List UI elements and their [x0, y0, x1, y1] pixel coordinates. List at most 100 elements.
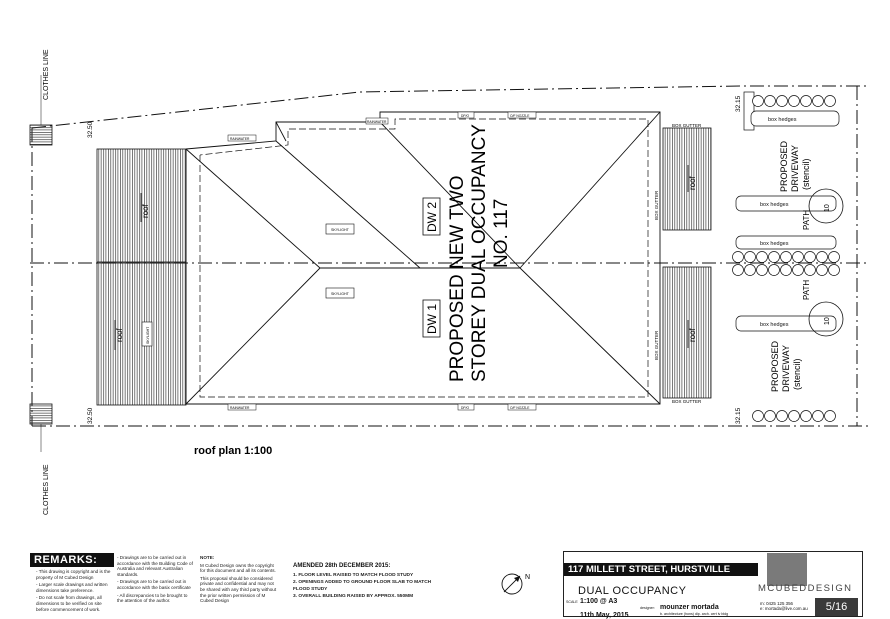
shrub-icon: [752, 410, 764, 422]
drawing-title: roof plan 1:100: [194, 445, 272, 457]
shrub-icon: [780, 264, 792, 276]
svg-text:SKYLIGHT: SKYLIGHT: [331, 292, 350, 296]
shrub-icon: [776, 410, 788, 422]
date: 11th May, 2015: [580, 612, 629, 619]
svg-text:roof: roof: [688, 175, 697, 190]
remarks-heading: REMARKS:: [30, 553, 114, 567]
shrub-icon: [824, 95, 836, 107]
shrub-icon: [744, 251, 756, 263]
svg-text:DRIVEWAY: DRIVEWAY: [790, 145, 800, 192]
svg-text:10: 10: [824, 317, 831, 325]
box-hedges: box hedges box hedges box hedges box hed…: [735, 91, 840, 332]
rear-roof-top: [96, 148, 187, 263]
svg-text:SKYLIGHT: SKYLIGHT: [146, 326, 150, 344]
box-gutter-labels: BOX GUTTER BOX GUTTER BOX GUTTER BOX GUT…: [654, 123, 702, 404]
svg-text:BOX GUTTER: BOX GUTTER: [654, 190, 659, 220]
svg-text:(stencil): (stencil): [801, 158, 811, 190]
svg-text:STOREY DUAL OCCUPANCY: STOREY DUAL OCCUPANCY: [469, 124, 490, 382]
svg-text:BOX GUTTER: BOX GUTTER: [654, 330, 659, 360]
svg-text:DW 2: DW 2: [425, 202, 439, 232]
tree-large-top: 10: [808, 188, 844, 224]
scale-value: 1:100 @ A3: [580, 598, 618, 605]
shrub-icon: [756, 264, 768, 276]
rainwater-tag-mid: [365, 117, 389, 125]
svg-text:DRIVEWAY: DRIVEWAY: [781, 345, 791, 392]
shrub-icon: [732, 251, 744, 263]
remarks-col-1: - This drawing is copyright and is the p…: [36, 569, 111, 612]
svg-text:10: 10: [824, 204, 831, 212]
downpipe-tag-bottom: [457, 403, 475, 411]
shrub-icon: [732, 264, 744, 276]
svg-text:DP/O: DP/O: [461, 114, 469, 118]
shrub-icon: [816, 251, 828, 263]
contact: m: 0425 125 356 e: mortada@live.com.au: [760, 601, 808, 612]
skylight-upper: SKYLIGHT: [325, 223, 355, 235]
front-roof-top: roof: [662, 127, 712, 231]
svg-text:RAINWATER: RAINWATER: [230, 137, 250, 141]
svg-text:roof: roof: [141, 203, 150, 218]
shrub-icon: [812, 95, 824, 107]
rainwater-tag-top: [227, 134, 257, 142]
logo-text: MCUBEDDESIGN: [758, 583, 853, 594]
svg-text:BOX GUTTER: BOX GUTTER: [672, 123, 702, 128]
shrub-icon: [792, 251, 804, 263]
remarks-col-2: - Drawings are to be carried out in acco…: [117, 555, 193, 604]
site-boundary: [31, 85, 870, 427]
svg-text:O/F NOZZLE: O/F NOZZLE: [510, 114, 530, 118]
designer-qualifications: b. architecture (hons) dip. arch. cert i…: [660, 612, 729, 616]
amendment-block: AMENDED 28th DECEMBER 2015: 1. FLOOR LEV…: [293, 563, 432, 599]
svg-text:box hedges: box hedges: [760, 322, 789, 328]
shrub-icon: [756, 251, 768, 263]
svg-text:N: N: [525, 574, 530, 581]
shrub-icon: [816, 264, 828, 276]
roof-arrow-top: roof: [140, 193, 150, 222]
north-arrow-icon: N: [501, 573, 530, 595]
front-roof-bottom: roof: [662, 266, 712, 399]
shrub-icon: [812, 410, 824, 422]
svg-text:box hedges: box hedges: [760, 241, 789, 247]
driveway-top: PROPOSED DRIVEWAY (stencil): [779, 140, 811, 192]
address: 117 MILLETT STREET, HURSTVILLE: [564, 563, 758, 576]
level-top-left: 32.50: [87, 121, 94, 138]
clothes-line-bottom: [29, 403, 53, 452]
dw2-label: DW 2: [422, 197, 441, 236]
clothes-line-label-top: CLOTHES LINE: [43, 49, 50, 100]
shrub-icon: [768, 251, 780, 263]
svg-text:roof: roof: [688, 327, 697, 342]
shrub-icon: [788, 410, 800, 422]
note-block: NOTE: M Cubed Design owns the copyright …: [200, 555, 277, 604]
shrub-icon: [824, 410, 836, 422]
svg-text:box hedges: box hedges: [768, 117, 797, 123]
main-roof: [185, 111, 661, 405]
shrub-icon: [804, 264, 816, 276]
shrub-icon: [764, 410, 776, 422]
svg-text:box hedges: box hedges: [760, 202, 789, 208]
svg-text:DW 1: DW 1: [425, 304, 439, 334]
svg-text:DP/O: DP/O: [461, 406, 469, 410]
shrub-icon: [780, 251, 792, 263]
shrub-icon: [800, 95, 812, 107]
shrub-icon: [744, 264, 756, 276]
svg-text:PROPOSED NEW TWO: PROPOSED NEW TWO: [447, 175, 468, 382]
clothes-line-top: [29, 75, 53, 146]
shrub-icon: [800, 410, 812, 422]
logo-mark: [767, 553, 807, 586]
sheet-number: 5/16: [815, 598, 858, 616]
path-label-top: PATH: [802, 210, 811, 230]
level-bottom-right: 32.15: [735, 407, 742, 424]
shrub-icon: [764, 95, 776, 107]
rear-roof-bottom: [96, 262, 187, 406]
svg-text:SKYLIGHT: SKYLIGHT: [331, 228, 350, 232]
shrub-icon: [828, 264, 840, 276]
roof-plan-drawing: CLOTHES LINE CLOTHES LINE 32.50 32.50 32…: [29, 49, 870, 515]
designer-label: designer:: [640, 606, 655, 610]
tree-large-bottom: 10: [808, 301, 844, 337]
designer: mounzer mortada: [660, 604, 719, 611]
level-top-right: 32.15: [735, 95, 742, 112]
svg-text:RAINWATER: RAINWATER: [367, 120, 387, 124]
project-name: DUAL OCCUPANCY: [578, 585, 687, 597]
overflow-tag-bottom: [507, 403, 537, 411]
svg-text:roof: roof: [115, 327, 124, 342]
overflow-tag-top: [507, 111, 537, 119]
shrub-icon: [788, 95, 800, 107]
